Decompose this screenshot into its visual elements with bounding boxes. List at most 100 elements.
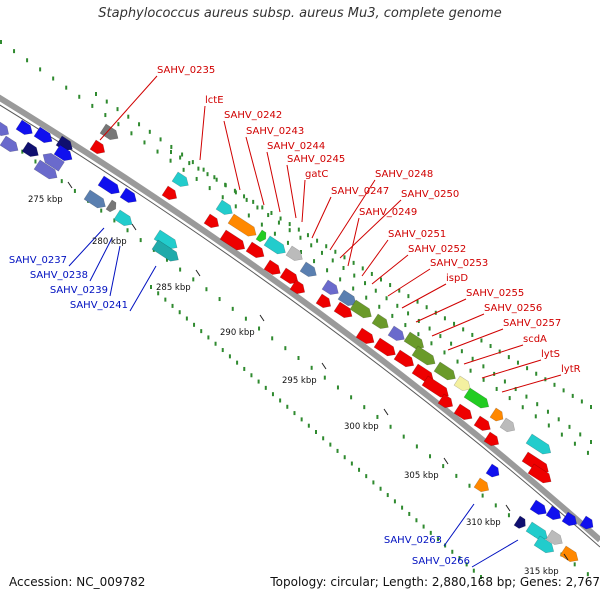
gc-tick [329,442,332,447]
leader-line [109,245,121,297]
gc-tick [100,208,103,213]
gc-tick [197,166,200,171]
gc-tick [417,332,420,337]
gc-tick [404,323,407,328]
gene-arrow [337,289,357,307]
gc-tick [170,144,173,149]
gene-arrow [153,229,178,250]
gc-tick [365,474,368,479]
gc-tick [503,379,506,384]
gene-arrow [533,535,555,554]
gene-arrow [119,187,137,203]
gc-tick [571,393,574,398]
gc-tick [428,326,431,331]
gc-tick [148,129,151,134]
gc-tick [469,368,472,373]
gene-arrow [0,121,10,137]
gc-tick [562,388,565,393]
gene-arrow [545,529,563,545]
gc-tick [192,277,195,282]
gene-arrow [42,153,65,172]
gc-tick [286,240,289,245]
gc-tick [482,364,485,369]
gc-tick [0,40,2,44]
forward-gene-label: lctE [205,95,224,106]
gc-tick [243,194,246,199]
reverse-gene-label: SAHV_0266 [412,556,470,567]
gc-tick [264,385,267,390]
gc-tick [200,329,203,334]
gc-tick [260,222,263,227]
gc-tick [568,424,571,429]
gc-tick [320,250,323,255]
gene-arrow [219,229,246,251]
forward-gene-label: SAHV_0253 [430,258,488,269]
gc-tick [231,306,234,311]
gc-tick [331,258,334,263]
gc-tick [78,94,81,99]
ruler-tick [131,223,137,231]
gc-tick [207,335,210,340]
gene-arrow [387,325,405,341]
gc-tick [279,216,282,221]
gc-tick [353,273,356,278]
gene-arrow [171,171,189,187]
gc-tick [157,291,160,296]
gc-tick [39,67,42,72]
gc-tick [273,231,276,236]
gc-tick [342,266,345,270]
gc-tick [205,287,208,292]
gene-arrow [499,417,516,433]
forward-gene-label: SAHV_0247 [331,186,389,197]
gc-tick [169,158,172,163]
gc-tick [256,205,259,210]
gc-tick [514,387,517,392]
gc-tick [171,303,174,308]
forward-gene-label: SAHV_0250 [401,189,459,200]
gc-tick [286,404,289,409]
gc-tick [288,222,291,227]
gc-tick [159,137,162,142]
gc-tick [138,122,141,127]
ruler-tick [443,457,449,465]
gc-tick [323,375,326,380]
gc-tick [415,444,418,449]
gc-tick [339,277,342,282]
leader-line [415,298,467,323]
gc-tick [458,556,461,561]
gc-tick [306,233,309,238]
gene-arrow [529,499,547,515]
gc-tick [534,414,537,419]
gc-tick [334,249,337,254]
leader-line [329,179,376,251]
forward-gene-label: SAHV_0235 [157,65,215,76]
gc-tick [389,424,392,429]
gc-tick [579,432,582,437]
gene-arrow [53,144,73,162]
gc-tick [105,99,108,104]
ruler-tick [67,181,73,189]
gc-tick [277,220,280,225]
gene-arrow [561,511,578,527]
gc-tick [257,379,260,384]
gene-arrow [255,229,267,243]
gc-tick [313,259,316,264]
gc-tick [65,85,68,90]
gc-tick [143,140,146,145]
map-title: Staphylococcus aureus subsp. aureus Mu3,… [98,6,502,21]
gc-tick [372,480,375,485]
accession-text: Accession: NC_009782 [9,575,146,589]
genome-backbone [0,94,600,543]
leader-line [286,164,297,219]
ruler-label: 295 kbp [282,376,317,386]
gc-tick [396,303,399,308]
gc-tick [455,473,458,478]
gene-arrow [21,141,39,157]
gc-tick [336,385,339,390]
reverse-gene-label: SAHV_0241 [70,300,128,311]
leader-line [501,374,562,393]
gc-tick [139,238,142,243]
gc-tick [494,503,497,508]
ruler-label: 300 kbp [344,422,379,432]
gene-arrow [433,361,456,381]
